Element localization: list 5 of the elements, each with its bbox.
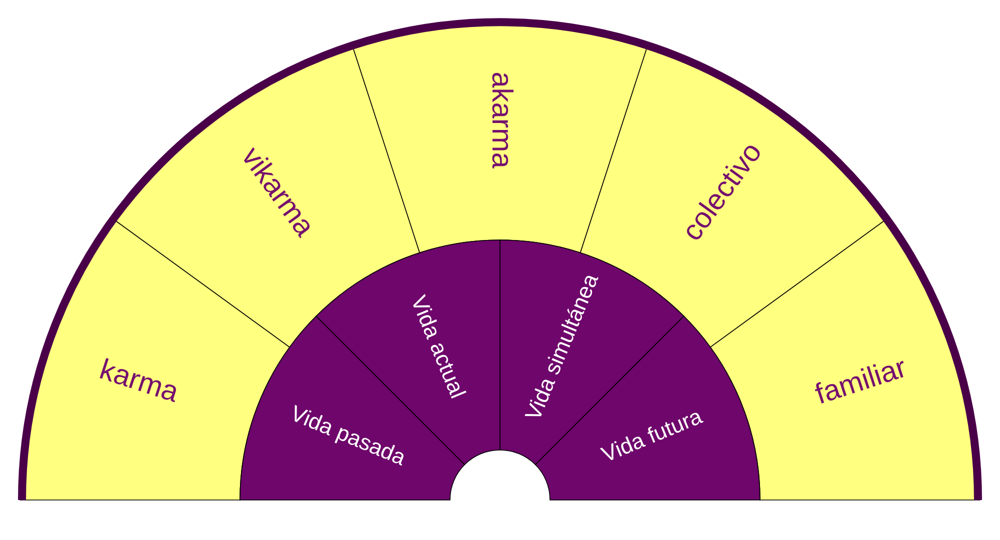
segment-label: Vida actual: [406, 292, 471, 402]
segment-label: karma: [96, 354, 182, 409]
segment-label: akarma: [485, 72, 518, 168]
segment-label: Vida futura: [598, 403, 706, 468]
segment-label: familiar: [812, 352, 910, 411]
